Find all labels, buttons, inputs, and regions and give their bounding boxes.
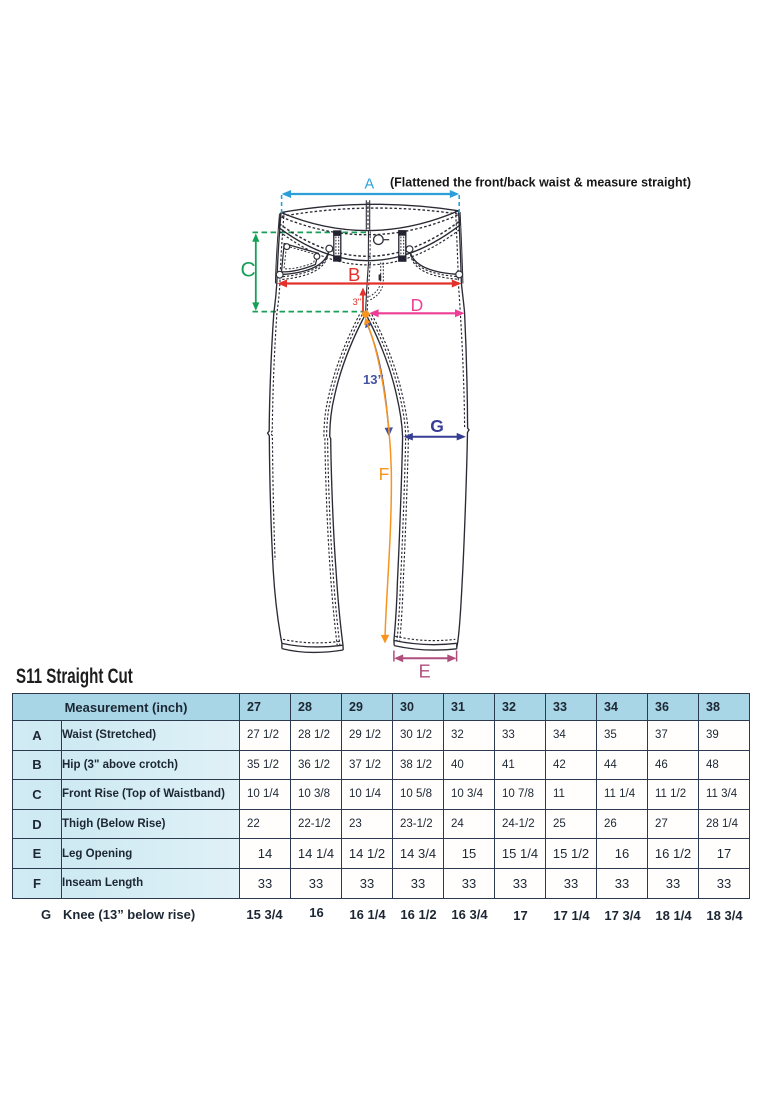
svg-text:B: B bbox=[348, 264, 360, 285]
svg-text:E: E bbox=[419, 661, 431, 681]
svg-text:G: G bbox=[430, 416, 444, 436]
svg-text:3": 3" bbox=[353, 297, 362, 308]
svg-text:F: F bbox=[379, 464, 390, 484]
svg-text:C: C bbox=[241, 258, 256, 281]
svg-text:A: A bbox=[365, 176, 375, 192]
svg-text:(Flattened the front/back wais: (Flattened the front/back waist & measur… bbox=[390, 176, 691, 190]
svg-text:D: D bbox=[411, 295, 424, 315]
svg-text:13”: 13” bbox=[363, 372, 384, 387]
